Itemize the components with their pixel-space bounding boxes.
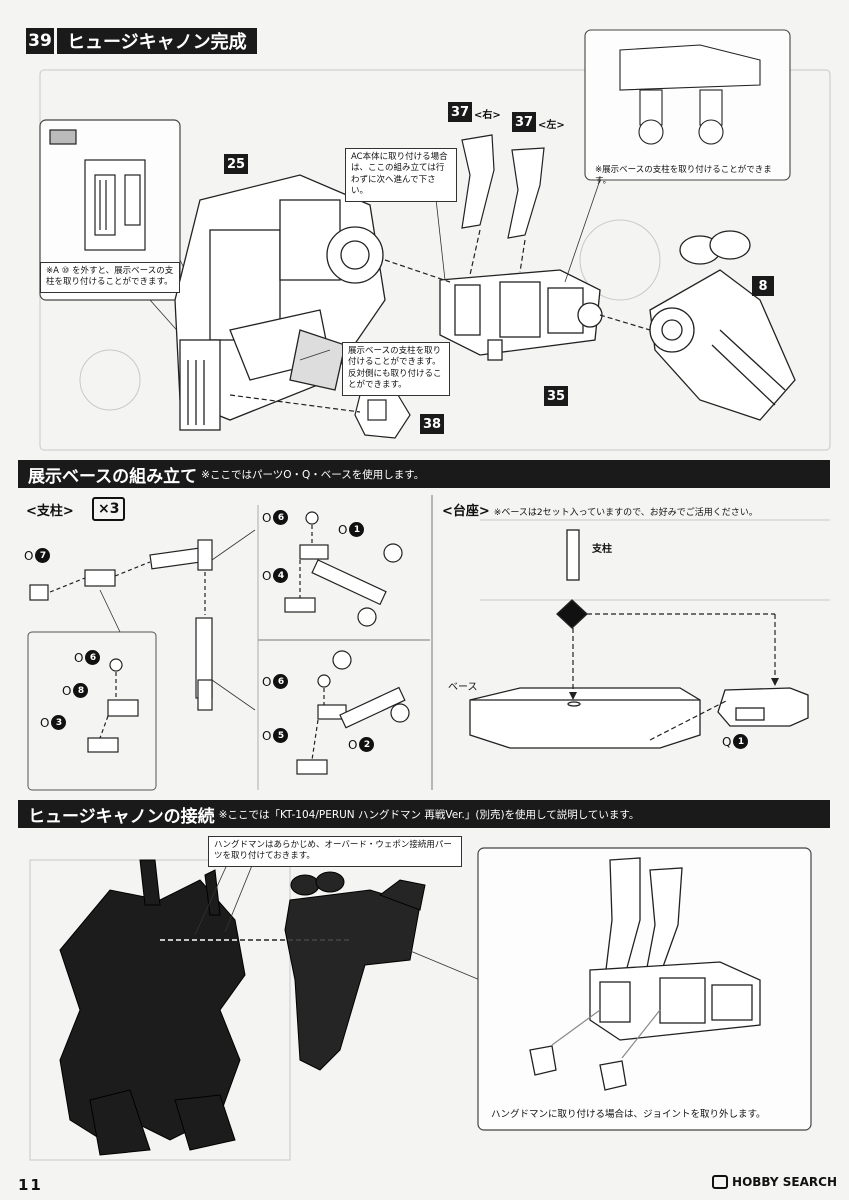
display-base-note: ※ここではパーツO・Q・ベースを使用します。 — [201, 468, 425, 481]
hobby-search-logo: HOBBY SEARCH — [712, 1175, 837, 1189]
logo-icon — [712, 1175, 729, 1189]
post-label: <支柱> — [26, 504, 74, 519]
part-badge-35: 35 — [544, 386, 569, 406]
cannon-assembled-drawing — [284, 871, 426, 1071]
connection-note: ※ここでは「KT-104/PERUN ハングドマン 再戦Ver.」(別売)を使用… — [218, 808, 640, 821]
step-number: 39 — [26, 28, 54, 54]
twin-barrel-drawing — [649, 230, 796, 421]
note-remove-post: ※A ⑩ を外すと、展示ベースの支柱を取り付けることができます。 — [40, 262, 180, 293]
note-ac-body: AC本体に取り付ける場合は、ここの組み立ては行わずに次へ進んで下さい。 — [345, 148, 457, 202]
note-joint: ハングドマンに取り付ける場合は、ジョイントを取り外します。 — [491, 1109, 766, 1120]
stand-label: <台座>※ベースは2セット入っていますので、お好みでご活用ください。 — [442, 504, 758, 519]
connection-title: ヒュージキャノンの接続 — [28, 806, 215, 827]
side-right-label: <右> — [474, 110, 501, 121]
part-badge-37-left: 37 — [512, 112, 537, 132]
hangedman-drawing — [59, 859, 246, 1156]
stand-post-label: 支柱 — [592, 544, 612, 555]
inset-left-drawing — [39, 119, 181, 301]
part-badge-38: 38 — [420, 414, 445, 434]
part-badge-37-right: 37 — [448, 102, 473, 122]
inset-right-drawing — [584, 29, 791, 181]
stand-base-label: ベース — [448, 682, 478, 693]
post-parts-drawing — [29, 511, 410, 775]
display-base-title: 展示ベースの組み立て — [28, 466, 198, 487]
cannon-body-drawing — [174, 174, 386, 431]
part-badge-25: 25 — [224, 154, 249, 174]
stand-drawing — [469, 529, 809, 749]
step-title: ヒュージキャノン完成 — [57, 28, 257, 54]
stand-note: ※ベースは2セット入っていますので、お好みでご活用ください。 — [493, 508, 758, 518]
display-base-header: 展示ベースの組み立て ※ここではパーツO・Q・ベースを使用します。 — [18, 460, 830, 488]
page-number: 11 — [18, 1176, 43, 1194]
joint-38-drawing — [354, 389, 411, 439]
note-top-right: ※展示ベースの支柱を取り付けることができます。 — [595, 165, 772, 187]
post-multiplier: ×3 — [92, 497, 126, 521]
note-hangedman: ハングドマンはあらかじめ、オーバード・ウェポン接続用パーツを取り付けておきます。 — [208, 836, 462, 867]
step-header: 39 ヒュージキャノン完成 — [26, 28, 257, 54]
side-left-label: <左> — [538, 120, 565, 131]
part-badge-8: 8 — [752, 276, 774, 296]
note-base-post: 展示ベースの支柱を取り付けることができます。反対側にも取り付けることができます。 — [342, 342, 450, 396]
center-bar-drawing — [439, 269, 603, 361]
arm-parts-drawing — [461, 134, 545, 239]
joint-detail-drawing — [529, 857, 761, 1091]
connection-header: ヒュージキャノンの接続 ※ここでは「KT-104/PERUN ハングドマン 再戦… — [18, 800, 830, 828]
